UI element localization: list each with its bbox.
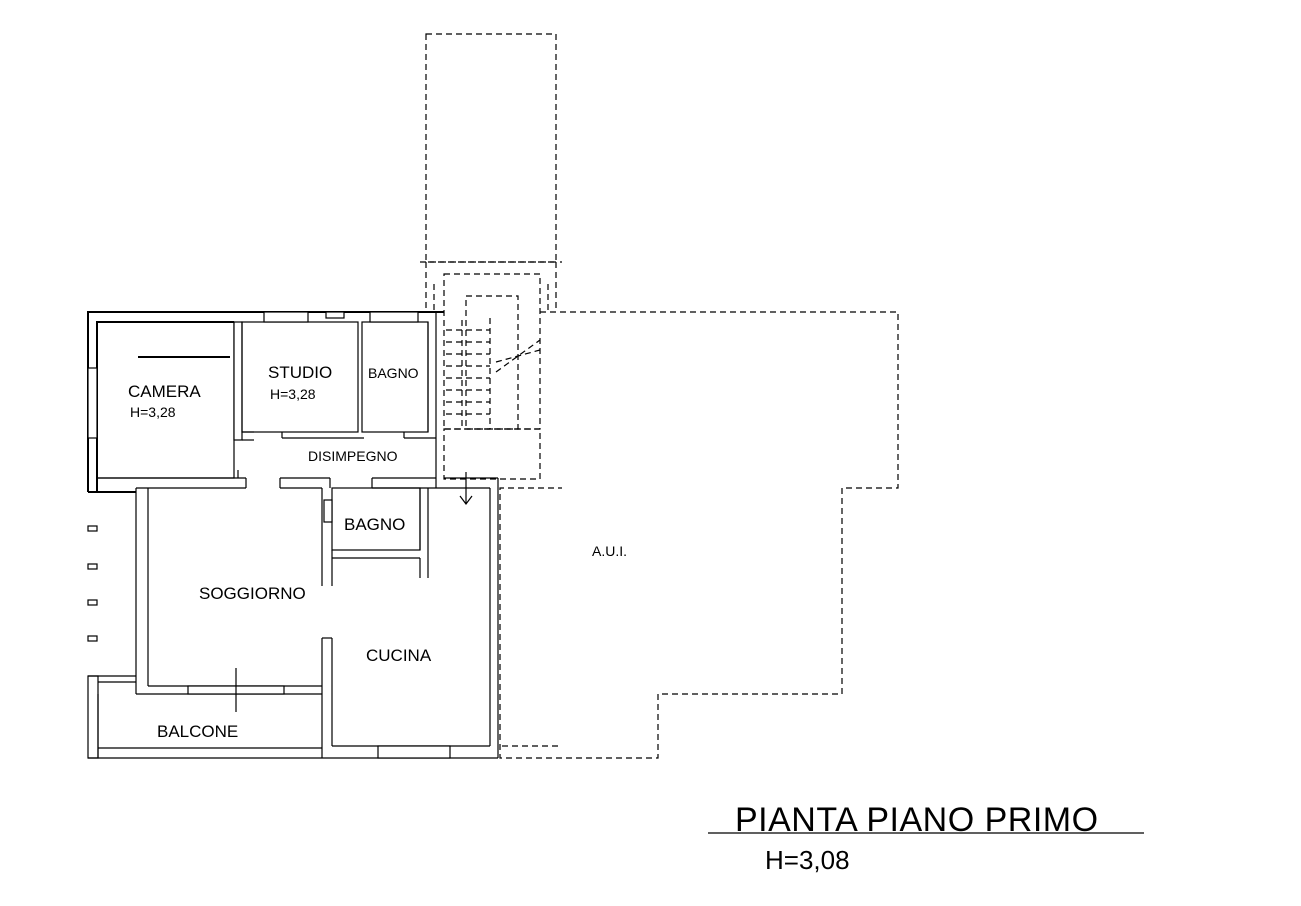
- room-label-camera: CAMERA: [128, 382, 201, 401]
- room-height-camera: H=3,28: [130, 404, 176, 420]
- dashed-outlines: [420, 33, 899, 759]
- room-label-studio: STUDIO: [268, 363, 332, 382]
- stair-treads: [446, 318, 541, 430]
- room-label-disimpegno: DISIMPEGNO: [308, 448, 398, 464]
- room-label-aui: A.U.I.: [592, 543, 627, 559]
- room-label-bagno-top: BAGNO: [368, 365, 419, 381]
- room-label-balcone: BALCONE: [157, 722, 238, 741]
- walls: [87, 311, 499, 759]
- plan-height: H=3,08: [765, 845, 850, 875]
- room-label-soggiorno: SOGGIORNO: [199, 584, 306, 603]
- room-label-cucina: CUCINA: [366, 646, 432, 665]
- room-label-bagno-mid: BAGNO: [344, 515, 405, 534]
- room-height-studio: H=3,28: [270, 386, 316, 402]
